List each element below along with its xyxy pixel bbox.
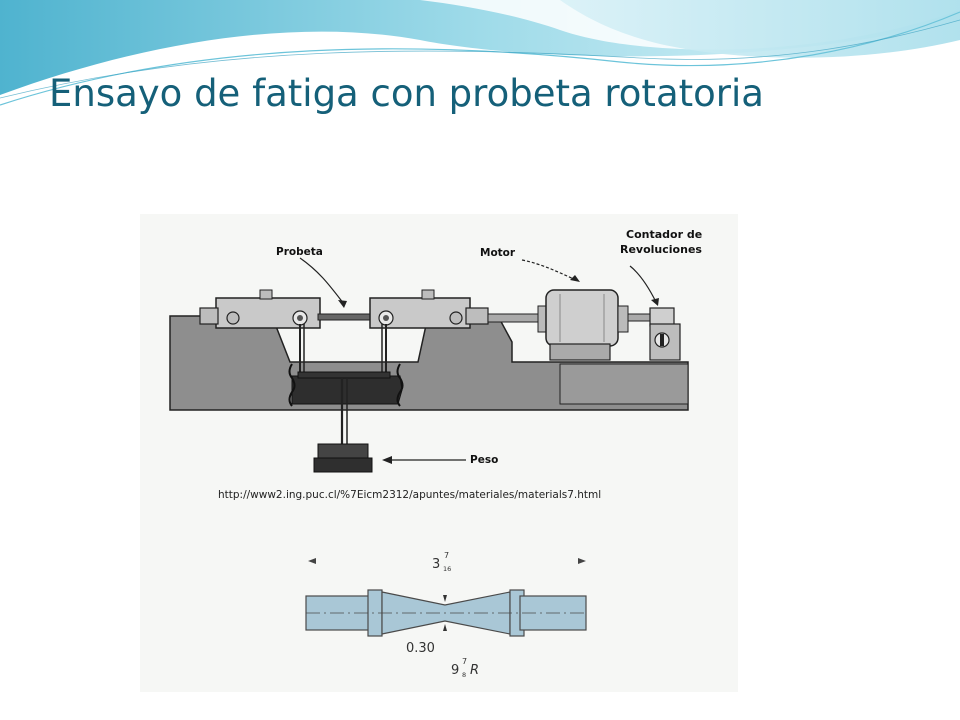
dim-bottom-main: 9 [451, 663, 459, 678]
neck-arrow-bottom [443, 624, 447, 631]
source-url: http://www2.ing.puc.cl/%7Eicm2312/apunte… [218, 489, 602, 501]
dim-bottom-subscript: 8 [462, 671, 466, 679]
weight [313, 443, 373, 473]
right-bearing-housing [369, 289, 489, 329]
dim-bottom-superscript: 7 [462, 657, 467, 666]
machine-base [169, 315, 689, 411]
dim-top-subscript: 16 [443, 565, 451, 573]
label-counter-line2: Revoluciones [620, 243, 702, 256]
label-counter-line1: Contador de [626, 228, 702, 241]
label-motor: Motor [480, 247, 516, 259]
specimen-dimension-drawing: 3 7 16 0.30 9 7 8 R [305, 551, 587, 679]
motor [537, 289, 629, 361]
load-hanger [297, 324, 391, 444]
slide-title: Ensayo de fatiga con probeta rotatoria [49, 72, 764, 115]
fatigue-machine-diagram: Probeta Motor Contador de Revoluciones P… [169, 228, 702, 473]
dim-bottom-suffix: R [470, 663, 479, 678]
dim-top-main: 3 [432, 557, 440, 572]
dim-arrow-left [308, 558, 316, 564]
revolution-counter [649, 307, 681, 361]
specimen-bar [317, 313, 375, 321]
specimen-profile [305, 589, 587, 637]
label-weight: Peso [470, 454, 498, 466]
header-wave-decoration [0, 0, 960, 106]
dim-radius-note: 0.30 [406, 641, 435, 656]
dim-top-superscript: 7 [444, 551, 449, 560]
left-bearing-housing [199, 289, 321, 329]
dim-arrow-right [578, 558, 586, 564]
leader-lines [299, 257, 659, 464]
label-probeta: Probeta [276, 246, 323, 258]
neck-arrow-top [443, 595, 447, 602]
